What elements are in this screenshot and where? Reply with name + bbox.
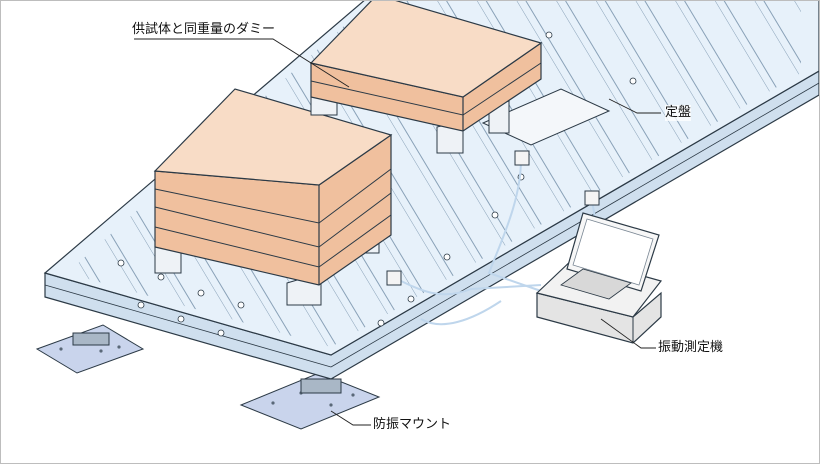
leader-lines — [134, 38, 661, 426]
weight-stack-icon — [153, 88, 393, 306]
weight-stack-icon — [309, 1, 543, 154]
surface-plate-label: 定盤 — [665, 105, 692, 121]
mount-pad-icon — [239, 372, 381, 430]
isolation-mount-label: 防振マウント — [373, 417, 452, 433]
sensor-icon — [584, 190, 600, 206]
laptop-icon — [535, 212, 663, 344]
vibration-meter-label: 振動測定機 — [658, 340, 724, 356]
mounting-plate — [481, 88, 611, 146]
dummy-weight-label: 供試体と同重量のダミー — [132, 22, 276, 38]
mount-pad-icon — [35, 324, 145, 374]
vibration-sensors — [386, 150, 600, 286]
sensor-icon — [514, 150, 530, 166]
sensor-icon — [386, 270, 402, 286]
